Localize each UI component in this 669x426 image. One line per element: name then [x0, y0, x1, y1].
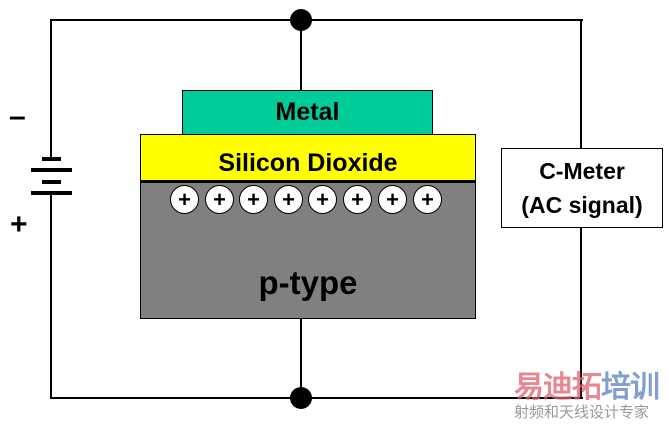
- node-top: [290, 9, 312, 31]
- positive-charge: +: [413, 185, 442, 214]
- battery-minus-label: –: [9, 100, 26, 133]
- battery-plate-long: [31, 191, 72, 195]
- c-meter-signal-label: (AC signal): [521, 192, 643, 218]
- oxide-label: Silicon Dioxide: [218, 149, 398, 177]
- watermark-tagline: 射频和天线设计专家: [514, 404, 650, 421]
- wire-left-upper: [50, 19, 52, 158]
- battery-plus-label: +: [10, 208, 28, 241]
- node-bottom: [290, 387, 312, 409]
- positive-charge: +: [308, 185, 337, 214]
- wire-bottom: [50, 397, 583, 399]
- watermark-brand-red: 易迪拓: [514, 371, 602, 404]
- watermark-brand-blue: 培训: [601, 371, 660, 404]
- positive-charge: +: [205, 185, 234, 214]
- positive-charge: +: [170, 185, 199, 214]
- c-meter-label: C-Meter: [539, 158, 625, 184]
- wire-left-lower: [50, 192, 52, 399]
- wire-right-lower: [580, 227, 582, 399]
- positive-charge: +: [239, 185, 268, 214]
- positive-charge: +: [343, 185, 372, 214]
- c-meter-box: C-Meter (AC signal): [501, 148, 663, 228]
- positive-charge: +: [378, 185, 407, 214]
- wire-top: [50, 19, 583, 21]
- battery-plate-short: [42, 157, 61, 161]
- wire-gate: [300, 19, 302, 91]
- battery-plate-long: [31, 168, 72, 172]
- battery-plate-short: [42, 180, 61, 184]
- oxide-layer: Silicon Dioxide: [140, 134, 476, 181]
- positive-charge: +: [274, 185, 303, 214]
- metal-label: Metal: [275, 98, 340, 126]
- wire-substrate: [300, 317, 302, 399]
- watermark: 易迪拓培训 射频和天线设计专家: [514, 371, 660, 422]
- wire-right-upper: [580, 19, 582, 149]
- substrate-label: p-type: [258, 264, 358, 301]
- metal-layer: Metal: [182, 90, 433, 135]
